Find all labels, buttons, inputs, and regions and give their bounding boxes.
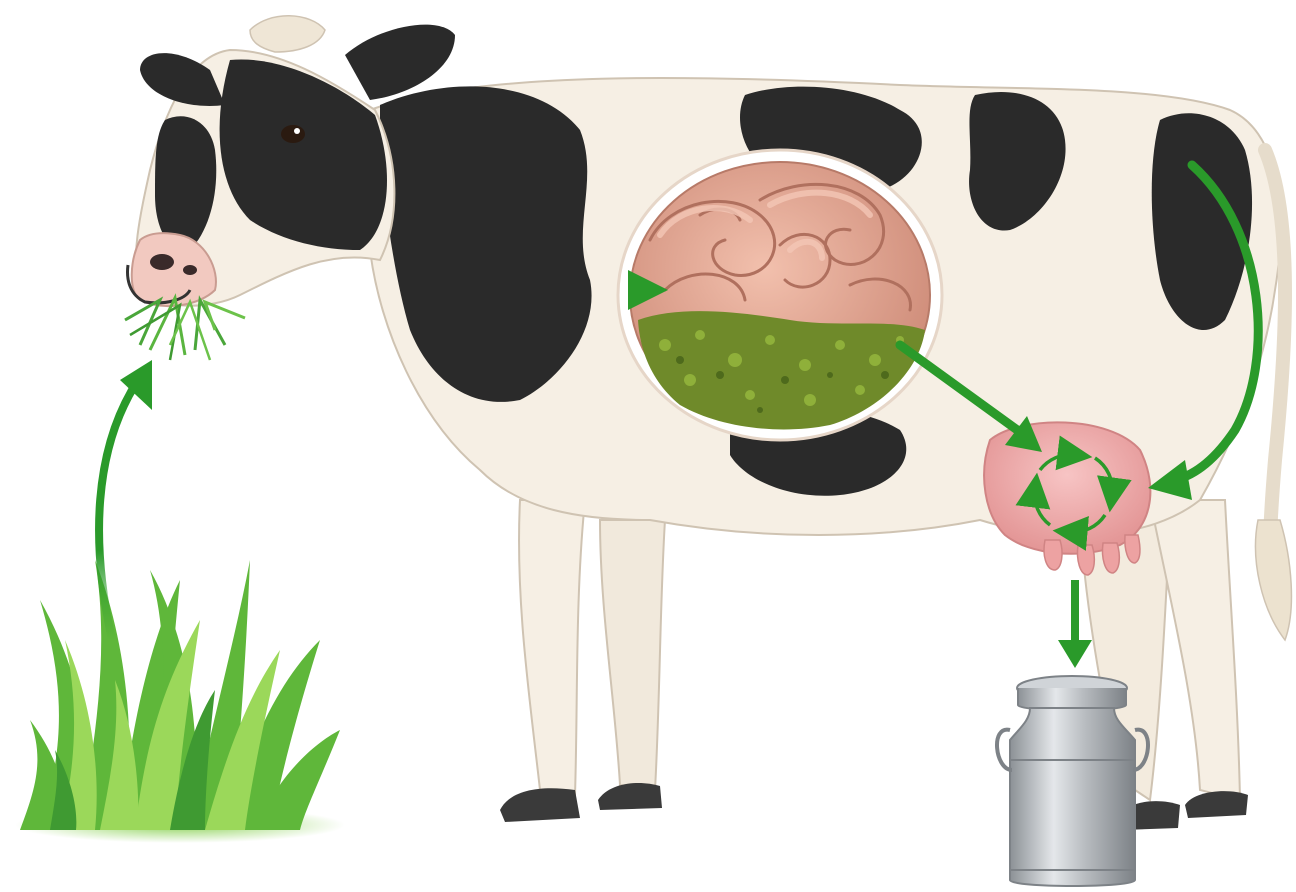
grass-icon [15,560,345,843]
hoof-icon [598,783,662,810]
grass-in-mouth [125,298,245,360]
cow-eye [281,125,305,143]
cow-ear [345,25,455,100]
hoof-icon [1185,791,1248,818]
hoof-icon [500,788,580,822]
stomach-cutaway-icon [618,150,942,440]
arrow-up-icon [99,385,135,640]
